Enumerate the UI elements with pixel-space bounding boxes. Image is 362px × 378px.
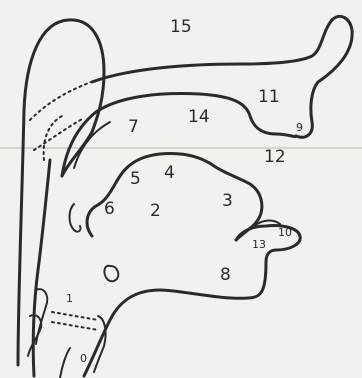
label-0: 0 — [80, 352, 87, 365]
trachea — [60, 348, 70, 378]
label-14: 14 — [188, 107, 210, 127]
label-12: 12 — [264, 147, 286, 167]
label-7: 7 — [128, 117, 139, 137]
nasal-dotted-3 — [44, 116, 62, 160]
jaw-outline — [84, 225, 300, 376]
label-11: 11 — [258, 87, 280, 107]
label-6: 6 — [104, 199, 115, 219]
uvula-shape — [70, 204, 81, 232]
label-8: 8 — [220, 265, 231, 285]
label-9: 9 — [296, 121, 303, 134]
label-13: 13 — [252, 238, 266, 251]
label-10: 10 — [278, 226, 292, 239]
label-5: 5 — [130, 169, 141, 189]
label-4: 4 — [164, 163, 175, 183]
label-15: 15 — [170, 17, 192, 37]
label-2: 2 — [150, 201, 161, 221]
label-3: 3 — [222, 191, 233, 211]
vocal-fold-dotted-a — [52, 312, 98, 320]
epiglottis — [104, 266, 118, 282]
nasal-dotted-1 — [30, 80, 96, 120]
skull-outline — [18, 20, 104, 365]
vocal-fold-dotted-b — [52, 322, 98, 330]
label-1: 1 — [66, 292, 73, 305]
